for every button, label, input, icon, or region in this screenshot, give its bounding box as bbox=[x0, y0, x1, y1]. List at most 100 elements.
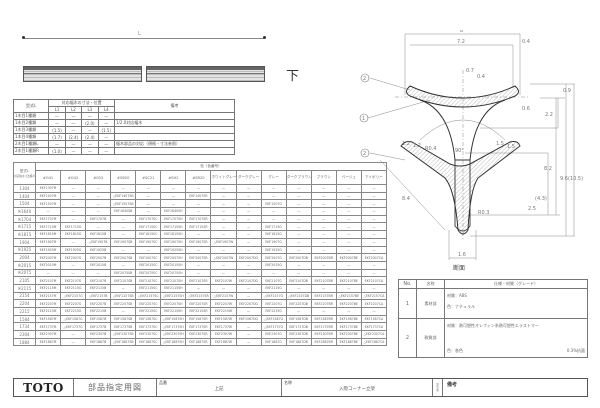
spec-cell-l2: — bbox=[64, 147, 83, 155]
part-number-cell: — bbox=[110, 230, 137, 239]
part-number-cell: — bbox=[60, 199, 87, 209]
part-number-cell: EKF1737SB bbox=[110, 322, 137, 332]
part-number-cell: EKF1887SC bbox=[135, 337, 162, 347]
part-number-cell: — bbox=[135, 184, 162, 193]
dim-7-2: 7.2 bbox=[457, 39, 465, 45]
part-number-cell: — bbox=[185, 260, 212, 270]
part-number-cell: EKF2207B bbox=[85, 299, 112, 308]
spec-cell-l2: — bbox=[64, 140, 83, 148]
cross-section-drawing: 2 1 2 8 7.2 0.4 0.7 0.4 0.6 2.2 0.9 8.2 … bbox=[359, 30, 583, 260]
color-column-header: #G42 bbox=[60, 170, 87, 185]
part-number-cell: — bbox=[185, 268, 212, 278]
part-number-cell: — bbox=[110, 260, 137, 270]
part-number-cell: EKF1887W bbox=[210, 337, 237, 347]
model-label: ※2075 bbox=[13, 268, 36, 278]
part-number-cell: EKF1587M bbox=[34, 314, 62, 324]
dim-8: 8 bbox=[460, 30, 463, 34]
model-label: 1884 bbox=[13, 337, 36, 347]
part-number-cell: — bbox=[110, 283, 137, 293]
part-number-cell: EKF1815SC bbox=[135, 230, 162, 239]
dim-4-3: (4.3) bbox=[535, 196, 547, 202]
part-number-cell: EKF2215SR bbox=[185, 307, 212, 316]
part-number-cell: EKF1737BR bbox=[310, 322, 337, 332]
part-number-cell: — bbox=[235, 283, 262, 293]
part-number-cell: — bbox=[285, 245, 312, 255]
part-number-cell: EKF2207DB bbox=[285, 299, 312, 308]
balloon-2b: 2 bbox=[363, 151, 366, 157]
part-number-cell: — bbox=[360, 283, 388, 293]
part-number-cell: EKF1737SR bbox=[185, 322, 212, 332]
model-label: 1504 bbox=[13, 199, 36, 209]
mat-header-spec: 仕様・材質（グレード） bbox=[444, 279, 588, 289]
spec-cell-label: 2木目1種類L bbox=[12, 140, 50, 148]
part-number-cell: EKF1407SR bbox=[185, 191, 212, 201]
part-number-cell: EKF1715G bbox=[260, 222, 287, 232]
spec-cell-note bbox=[114, 147, 235, 155]
part-number-cell: EKF2007B bbox=[85, 253, 112, 262]
part-number-cell: — bbox=[210, 222, 237, 232]
part-number-cell: — bbox=[185, 207, 212, 216]
part-number-cell: EKF2207SH bbox=[160, 299, 187, 308]
part-number-cell: EKF2157M bbox=[34, 291, 62, 301]
part-number-cell: — bbox=[235, 230, 262, 239]
part-number-cell: △EKF1407SB bbox=[110, 191, 137, 201]
part-number-cell: EKF1587DB bbox=[285, 314, 312, 324]
spec-cell-l3: (2.4) bbox=[81, 133, 99, 141]
part-number-cell: EKF2215G bbox=[60, 307, 87, 316]
part-number-cell: EKF2107G bbox=[260, 276, 287, 285]
part-number-cell: EKF1707SC bbox=[135, 214, 162, 224]
spec-row: 2木目1種類R(1.0)——— bbox=[12, 147, 235, 155]
dim-1-2a: 1.2 bbox=[402, 141, 410, 147]
spec-cell-l2: — bbox=[64, 119, 83, 127]
spec-cell-l3: (2.0) bbox=[81, 119, 99, 127]
part-number-cell: EKF1815M bbox=[34, 230, 62, 239]
part-number-cell: — bbox=[160, 199, 187, 209]
color-column-header: #SH2 bbox=[160, 170, 187, 185]
spec-cell-l3: — bbox=[81, 126, 99, 134]
spec-cell-label: 1木目2種類 bbox=[12, 119, 50, 127]
part-number-cell: — bbox=[235, 199, 262, 209]
part-number-cell: EKF2207BE bbox=[335, 299, 362, 308]
part-number-cell: — bbox=[60, 191, 87, 201]
part-number-cell: — bbox=[235, 207, 262, 216]
part-number-cell: EKF2015SH bbox=[160, 260, 187, 270]
part-number-cell: — bbox=[110, 222, 137, 232]
model-label: ※2115 bbox=[13, 283, 36, 293]
part-number-cell: — bbox=[135, 207, 162, 216]
part-number-cell: △EKF2007W bbox=[210, 253, 237, 262]
part-number-cell: EKF2107SR bbox=[185, 276, 212, 285]
color-column-header: ダークブラウン bbox=[285, 170, 312, 185]
part-number-cell: △EKF1587G bbox=[260, 314, 287, 324]
part-number-cell: — bbox=[285, 207, 312, 216]
part-number-cell: EKF2215G bbox=[260, 307, 287, 316]
part-number-cell: △EKF2157BE bbox=[335, 291, 362, 301]
part-number-cell: EKF2107B bbox=[85, 276, 112, 285]
part-number-cell: EKF2207M bbox=[34, 299, 62, 308]
part-number-cell: EKF1407M bbox=[34, 191, 62, 201]
part-number-cell: — bbox=[60, 268, 87, 278]
spec-header-notes: 備考 bbox=[114, 99, 235, 113]
part-number-cell: — bbox=[60, 214, 87, 224]
part-number-cell: — bbox=[85, 207, 112, 216]
spec-cell-l1: (1.7) bbox=[48, 133, 66, 141]
name-cell: 名称 入隥コーナー立架 bbox=[282, 379, 433, 396]
part-number-cell: EKF1887BR bbox=[310, 337, 337, 347]
part-number-cell: EKF1815G bbox=[260, 230, 287, 239]
part-number-cell: — bbox=[260, 214, 287, 224]
part-number-cell: — bbox=[285, 230, 312, 239]
part-number-cell: EKF2207W bbox=[210, 299, 237, 308]
doc-type: 部品指定用図 bbox=[74, 379, 157, 396]
part-number-cell: EKF1925B bbox=[85, 245, 112, 255]
part-number-cell: — bbox=[285, 222, 312, 232]
spec-cell-l4: — bbox=[97, 133, 116, 141]
model-label: 1404 bbox=[13, 191, 36, 201]
part-number-cell: — bbox=[60, 237, 87, 247]
dim-r04b: R0.4 bbox=[425, 146, 436, 152]
part-number-cell: EKF2215SC bbox=[135, 307, 162, 316]
part-number-cell: EKF1707SH bbox=[160, 214, 187, 224]
part-number-cell: — bbox=[34, 207, 62, 216]
part-number-label: 品番 bbox=[159, 380, 167, 385]
spec-cell-l1: — bbox=[48, 140, 66, 148]
